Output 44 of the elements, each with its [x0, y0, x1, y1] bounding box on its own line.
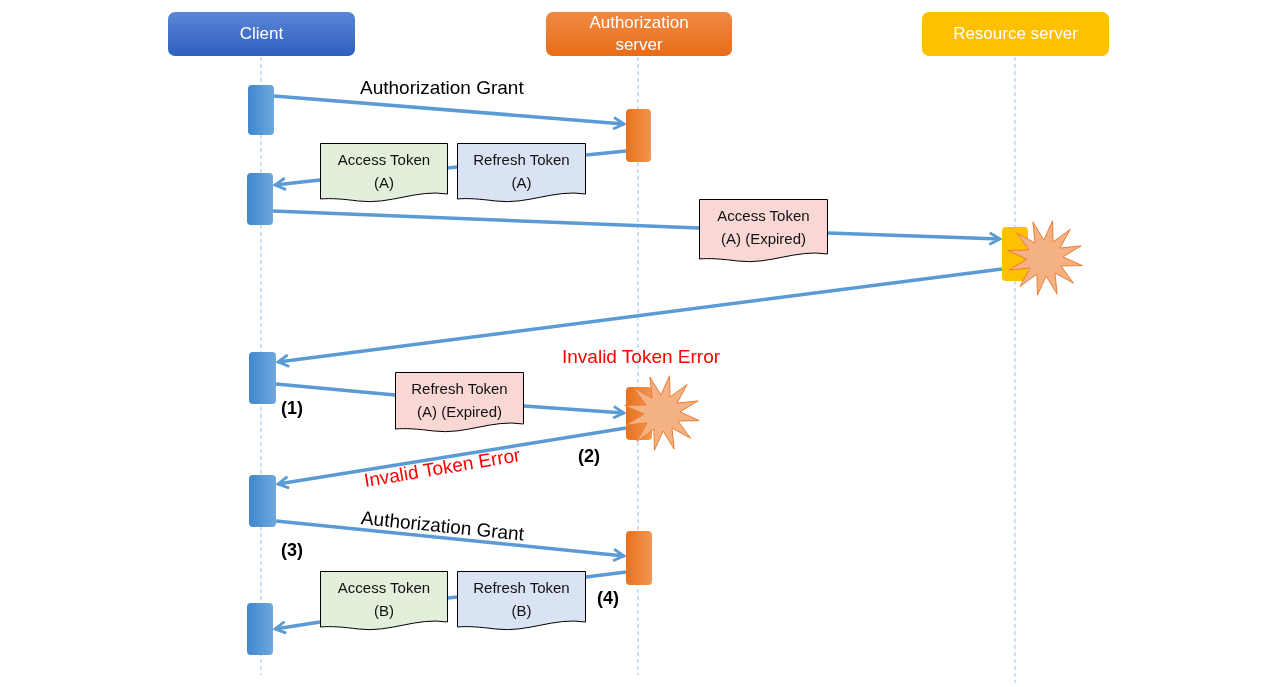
edge-label: Authorization Grant — [360, 507, 526, 546]
token-label: Access Token (A) — [336, 150, 432, 193]
step-number: (2) — [578, 446, 600, 467]
token-document — [320, 571, 448, 631]
token-document — [457, 571, 586, 631]
activation-bar — [626, 531, 652, 585]
activation-bar — [248, 85, 274, 135]
activation-bar — [626, 109, 651, 162]
token-document — [699, 199, 828, 263]
step-number: (4) — [597, 588, 619, 609]
token-document — [457, 143, 586, 203]
arrow — [273, 94, 626, 131]
lifeline-header: Client — [168, 12, 355, 56]
connector-line — [585, 149, 627, 157]
lifeline-header: Resource server — [922, 12, 1109, 56]
connector-line — [447, 165, 458, 170]
lifeline-header: Authorization server — [546, 12, 732, 56]
token-label: Access Token (A) (Expired) — [716, 206, 811, 249]
arrow — [276, 267, 1003, 368]
edge-label: Authorization Grant — [360, 77, 524, 99]
connector-line — [275, 382, 396, 397]
error-label: Invalid Token Error — [362, 444, 522, 492]
activation-bar — [249, 352, 276, 404]
token-label: Refresh Token (B) — [472, 578, 571, 621]
arrow — [275, 519, 626, 563]
activation-bar — [247, 173, 273, 225]
arrow — [273, 176, 321, 192]
token-label: Refresh Token (A) (Expired) — [410, 379, 509, 422]
step-number: (3) — [281, 540, 303, 561]
activation-bar — [247, 603, 273, 655]
arrow — [276, 426, 627, 490]
arrow — [827, 231, 1002, 246]
error-label: Invalid Token Error — [562, 346, 721, 368]
arrow — [523, 404, 626, 420]
connector-line — [585, 570, 627, 579]
arrow — [273, 620, 321, 635]
connector-line — [272, 209, 700, 230]
activation-bar — [249, 475, 276, 527]
connector-line — [447, 595, 458, 600]
token-document — [320, 143, 448, 203]
step-number: (1) — [281, 398, 303, 419]
token-document — [395, 372, 524, 433]
token-label: Refresh Token (A) — [472, 150, 571, 193]
token-label: Access Token (B) — [336, 578, 432, 621]
